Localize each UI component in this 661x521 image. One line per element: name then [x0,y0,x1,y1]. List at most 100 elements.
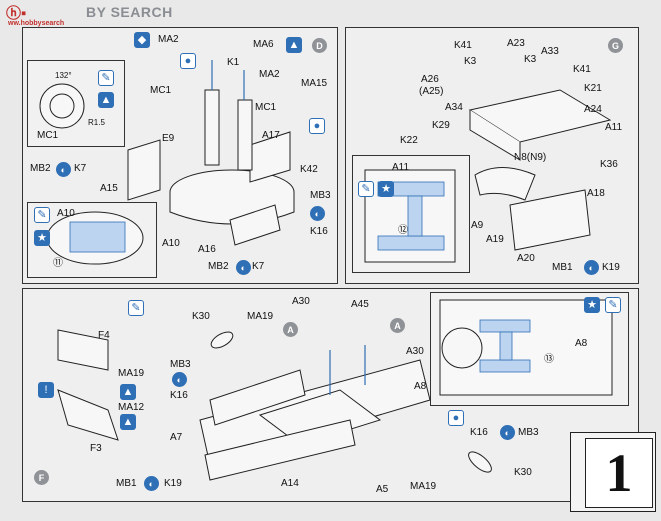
label-k19: K19 [602,262,620,273]
label-mc1-a: MC1 [150,85,172,96]
mb3-marker-icon: ◐ [500,425,515,440]
label-a15: A15 [100,183,118,194]
label-k16: K16 [310,226,328,237]
label-mb1: MB1 [552,262,573,273]
label-ma6: MA6 [253,39,274,50]
label-k41-b: K41 [573,64,591,75]
label-f4: F4 [98,330,110,341]
label-a11: A11 [605,122,623,133]
mb1-marker-icon: ◐ [584,260,599,275]
label-ma19-a: MA19 [247,311,274,322]
label-a23: A23 [507,38,525,49]
label-a8-detail: A8 [575,338,588,349]
label-e9: E9 [162,133,175,144]
glue-drop-icon: ● [180,53,196,69]
part-f4-wall [57,329,119,441]
label-a30-a: A30 [292,296,310,307]
label-a34: A34 [445,102,463,113]
paint-brush-icon: ✎ [605,297,621,313]
label-k7-a: K7 [74,163,87,174]
part-a11-chassis [468,89,612,161]
label-k21: K21 [584,83,602,94]
label-mb3-f2: MB3 [518,427,539,438]
label-a20: A20 [517,253,535,264]
label-ma15: MA15 [301,78,328,89]
label-k29: K29 [432,120,450,131]
site-logo-text: BY SEARCH [86,4,173,20]
label-mc1-b: MC1 [255,102,277,113]
label-mb3: MB3 [310,190,331,201]
label-k42: K42 [300,164,318,175]
step-number: 1 [585,438,653,508]
label-a45: A45 [351,299,369,310]
label-ma2: MA2 [158,34,179,45]
mb1-marker-icon: ◐ [144,476,159,491]
paint-code-ma6-icon: ▲ [286,37,302,53]
label-a8: A8 [414,381,427,392]
paint-code-ma2-icon: ◆ [134,32,150,48]
label-k30-a: K30 [192,311,210,322]
label-a17: A17 [262,130,280,141]
label-mb2-b: MB2 [208,261,229,272]
part-a15-side [127,139,161,201]
label-ma2-b: MA2 [259,69,280,80]
part-a16-side [229,204,281,246]
label-k1: K1 [227,57,240,68]
label-a5: A5 [376,484,389,495]
star-decal-icon: ★ [584,297,600,313]
label-a25: (A25) [419,86,444,97]
detail-mc1-circle [39,83,85,129]
label-a10-detail: A10 [57,208,75,219]
detail-a10-plate [46,211,144,265]
label-a24: A24 [584,104,602,115]
label-a19: A19 [486,234,504,245]
label-a33: A33 [541,46,559,57]
label-k19-f: K19 [164,478,182,489]
mb3-marker-icon: ◐ [172,372,187,387]
label-callout-11: ⑪ [53,258,63,269]
label-k41-a: K41 [454,40,472,51]
label-mb3-f: MB3 [170,359,191,370]
label-a26: A26 [421,74,439,85]
label-a14: A14 [281,478,299,489]
star-decal-icon: ★ [378,181,394,197]
panel-d-badge: D [312,38,327,53]
mb3-marker-icon: ◐ [310,206,325,221]
part-mc1-strut [204,89,253,171]
mb2-marker-icon: ◐ [56,162,71,177]
part-a7-frame [209,369,306,426]
paint-brush-icon: ✎ [98,70,114,86]
label-132deg: 132° [55,71,72,80]
detail-a8-top [439,299,613,396]
star-decal-icon: ★ [34,230,50,246]
warning-icon: ! [38,382,54,398]
panel-f-badge: F [34,470,49,485]
label-f3: F3 [90,443,102,454]
label-n8-n9: N8(N9) [514,152,547,163]
label-k36: K36 [600,159,618,170]
label-a16: A16 [198,244,216,255]
label-k16-f: K16 [170,390,188,401]
label-callout-12: ⑫ [398,225,408,236]
marker-a-left: A [283,322,298,337]
label-mc1-c: MC1 [37,130,59,141]
label-r15: R1.5 [88,118,105,127]
paint-brush-icon: ✎ [34,207,50,223]
glue-drop-icon: ● [448,410,464,426]
panel-g-badge: G [608,38,623,53]
label-k3-a: K3 [464,56,477,67]
label-ma12: MA12 [118,402,145,413]
part-a14-frame [204,419,356,481]
label-a7: A7 [170,432,183,443]
label-ma19-b: MA19 [118,368,145,379]
part-k30-track [210,331,492,473]
paint-code-icon: ▲ [120,384,136,400]
label-k22: K22 [400,135,418,146]
label-ma19-c: MA19 [410,481,437,492]
label-mb2-a: MB2 [30,163,51,174]
mb2-marker-icon: ◐ [236,260,251,275]
label-a30-b: A30 [406,346,424,357]
part-a9-ring [474,167,536,201]
label-a18: A18 [587,188,605,199]
